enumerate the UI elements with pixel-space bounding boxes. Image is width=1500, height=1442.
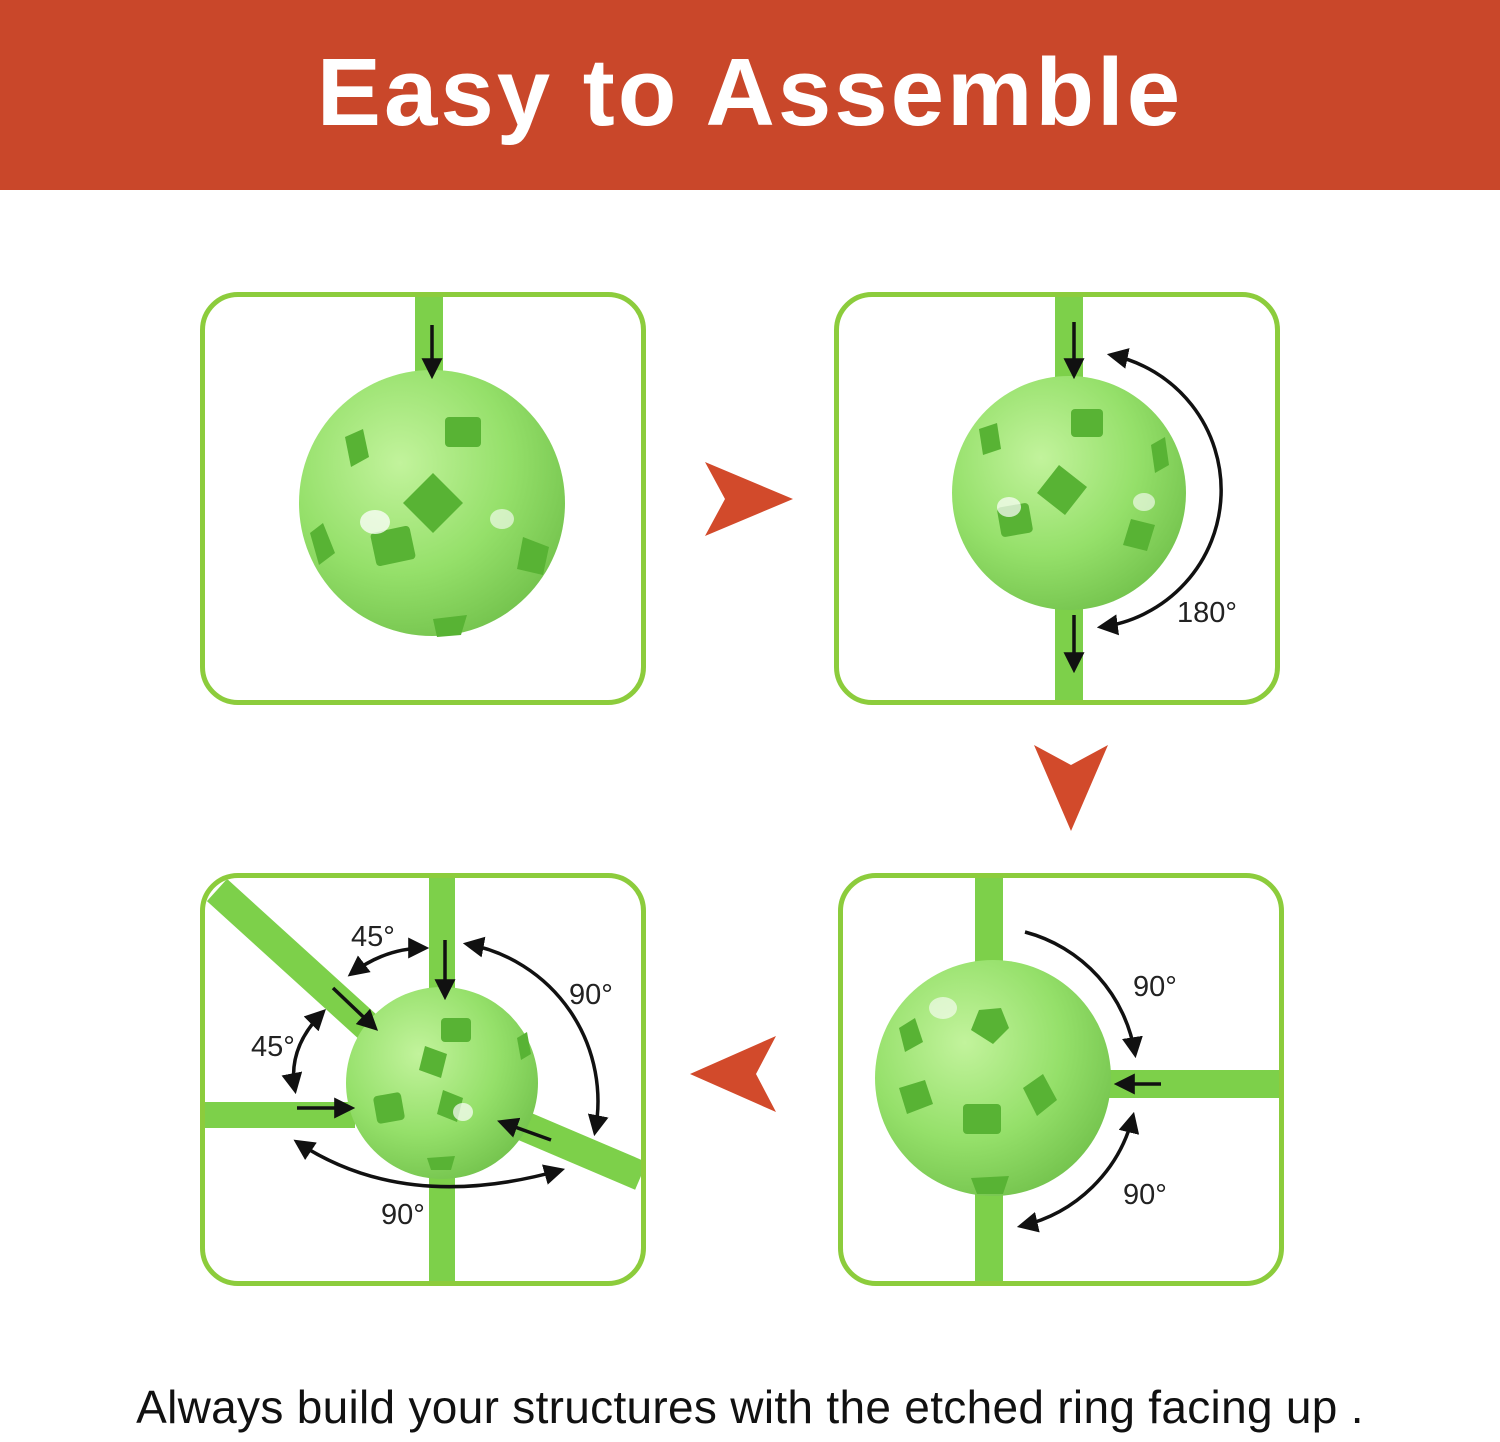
flow-arrow-right bbox=[705, 462, 793, 536]
step-2-diagram: 180° bbox=[952, 297, 1237, 700]
ball-hole bbox=[370, 525, 416, 567]
step-3-panel: 90° 90° bbox=[838, 873, 1284, 1286]
ball-hole bbox=[971, 1176, 1009, 1194]
rotation-arc-90-right bbox=[462, 936, 609, 1137]
ball-hole bbox=[403, 473, 463, 533]
stick-left bbox=[205, 1102, 355, 1128]
insert-arrow bbox=[331, 986, 379, 1031]
angle-label-90-right: 90° bbox=[569, 979, 613, 1011]
ball-hole bbox=[310, 523, 335, 565]
angle-label-90-bottom: 90° bbox=[381, 1199, 425, 1231]
ball-hole bbox=[441, 1018, 471, 1042]
ball-highlight bbox=[490, 509, 514, 529]
step-1-diagram bbox=[299, 297, 565, 637]
rotation-arc-45-left bbox=[281, 1009, 326, 1095]
ball-hole bbox=[373, 1092, 405, 1124]
ball-hole bbox=[427, 1156, 455, 1170]
ball-highlight bbox=[929, 997, 957, 1019]
flow-arrow-down bbox=[1034, 745, 1108, 831]
ball-highlight bbox=[997, 497, 1021, 517]
ball-hole bbox=[899, 1018, 923, 1052]
angle-label-90-bottom: 90° bbox=[1123, 1179, 1167, 1211]
stick-bottom bbox=[1055, 597, 1083, 700]
footer-caption: Always build your structures with the et… bbox=[136, 1381, 1364, 1433]
rotation-arc-45-top bbox=[347, 937, 430, 977]
ball-hole bbox=[979, 423, 1001, 455]
ball-hole bbox=[899, 1080, 933, 1114]
ball-highlight bbox=[453, 1103, 473, 1121]
rotation-arc-90-bottom bbox=[293, 1139, 566, 1189]
angle-label-180: 180° bbox=[1177, 597, 1237, 629]
stick-top bbox=[1055, 297, 1083, 387]
page-title: Easy to Assemble bbox=[316, 39, 1184, 146]
step-2-panel: 180° bbox=[834, 292, 1280, 705]
ball-highlight bbox=[360, 510, 390, 534]
ball-holes bbox=[310, 417, 549, 637]
ball-highlight bbox=[1133, 493, 1155, 511]
rotation-arc-90-bottom bbox=[1016, 1111, 1140, 1233]
connector-ball bbox=[875, 960, 1111, 1196]
ball-hole bbox=[1037, 465, 1087, 515]
ball-holes bbox=[899, 1008, 1057, 1194]
rotation-arc-90-top bbox=[1024, 930, 1143, 1059]
ball-hole bbox=[433, 615, 467, 637]
angle-label-45-left: 45° bbox=[251, 1031, 295, 1063]
stick-diagonal-45 bbox=[206, 878, 391, 1050]
stick-bottom bbox=[429, 1170, 455, 1281]
flow-arrow-left bbox=[690, 1036, 776, 1112]
ball-hole bbox=[963, 1104, 1001, 1134]
angle-label-90-top: 90° bbox=[1133, 971, 1177, 1003]
header-banner: Easy to Assemble bbox=[0, 0, 1500, 190]
step-4-diagram: 45° 45° 90° 90° bbox=[205, 878, 641, 1281]
step-3-diagram: 90° 90° bbox=[875, 878, 1279, 1281]
step-1-panel bbox=[200, 292, 646, 705]
ball-hole bbox=[971, 1008, 1009, 1044]
ball-hole bbox=[419, 1046, 447, 1078]
connector-ball bbox=[346, 987, 538, 1179]
ball-hole bbox=[1123, 519, 1155, 551]
ball-hole bbox=[1151, 437, 1169, 473]
ball-hole bbox=[517, 537, 549, 575]
ball-hole bbox=[445, 417, 481, 447]
ball-hole bbox=[1071, 409, 1103, 437]
step-4-panel: 45° 45° 90° 90° bbox=[200, 873, 646, 1286]
stick-top bbox=[429, 878, 455, 996]
ball-holes bbox=[979, 409, 1169, 551]
ball-hole bbox=[345, 429, 369, 467]
rotation-arc-180 bbox=[1096, 348, 1223, 636]
ball-hole bbox=[1023, 1074, 1057, 1116]
angle-label-45-top: 45° bbox=[351, 921, 395, 953]
